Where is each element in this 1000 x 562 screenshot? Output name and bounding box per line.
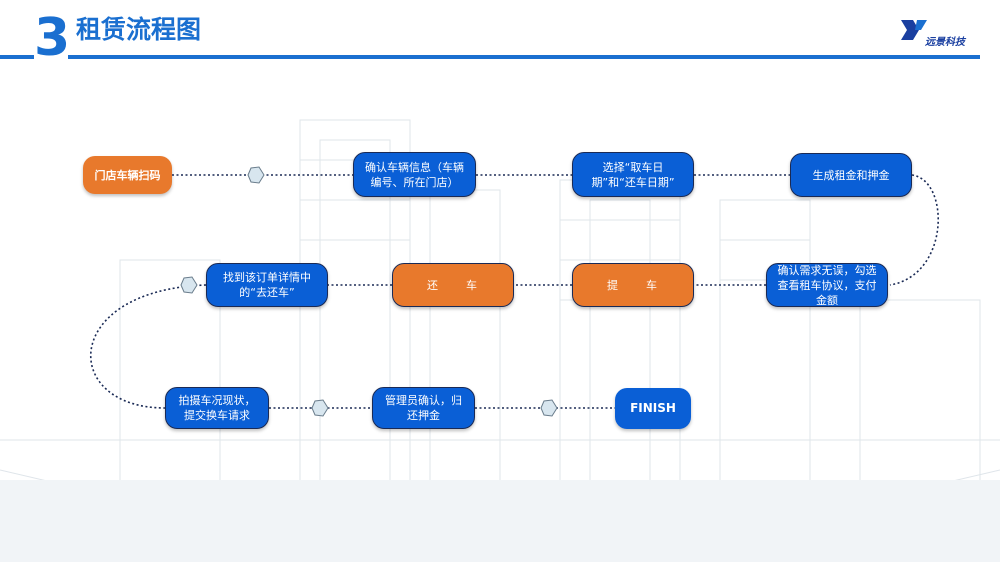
flow-node-find-order: 找到该订单详情中的“去还车” [206, 263, 328, 307]
flow-node-label: 提 车 [607, 278, 659, 292]
connector-n8-n9 [89, 284, 207, 409]
flow-node-label: 确认车辆信息（车辆编号、所在门店） [365, 160, 464, 189]
flow-node-label: 还 车 [427, 278, 479, 292]
flow-node-generate-rent: 生成租金和押金 [790, 153, 912, 197]
section-number: 3 [34, 8, 70, 68]
flow-node-label: 管理员确认，归还押金 [385, 394, 462, 422]
flow-node-confirm-pay: 确认需求无误，勾选查看租车协议，支付金额 [766, 263, 888, 307]
page-title: 租赁流程图 [76, 15, 202, 44]
header-rule-left [0, 55, 34, 59]
flow-node-select-dates: 选择“取车日期”和“还车日期” [572, 152, 694, 197]
flow-node-label: 选择“取车日期”和“还车日期” [591, 160, 675, 189]
company-logo-icon [901, 20, 927, 40]
flow-node-label: 拍摄车况现状，提交换车请求 [178, 394, 256, 422]
flow-node-label: 确认需求无误，勾选查看租车协议，支付金额 [777, 263, 877, 307]
flow-node-photo-submit: 拍摄车况现状，提交换车请求 [165, 387, 269, 429]
flow-node-finish: FINISH [615, 388, 691, 429]
flow-node-confirm-vehicle: 确认车辆信息（车辆编号、所在门店） [353, 152, 476, 197]
flow-node-pickup: 提 车 [572, 263, 694, 307]
junction-icon [311, 399, 329, 417]
flow-node-return: 还 车 [392, 263, 514, 307]
junction-icon [180, 276, 198, 294]
company-logo-text: 远景科技 [925, 37, 965, 48]
connector-n4-n5 [889, 174, 939, 286]
flow-node-label: 门店车辆扫码 [94, 168, 161, 182]
flow-node-label: 生成租金和押金 [812, 168, 890, 182]
flow-node-scan: 门店车辆扫码 [83, 156, 172, 194]
flow-node-label: FINISH [630, 401, 676, 415]
slide-header: 3 租赁流程图 远景科技 [0, 0, 1000, 70]
flow-node-label: 找到该订单详情中的“去还车” [223, 271, 311, 299]
flow-node-admin-confirm: 管理员确认，归还押金 [372, 387, 475, 429]
junction-icon [247, 166, 265, 184]
header-rule [68, 55, 980, 59]
junction-icon [540, 399, 558, 417]
